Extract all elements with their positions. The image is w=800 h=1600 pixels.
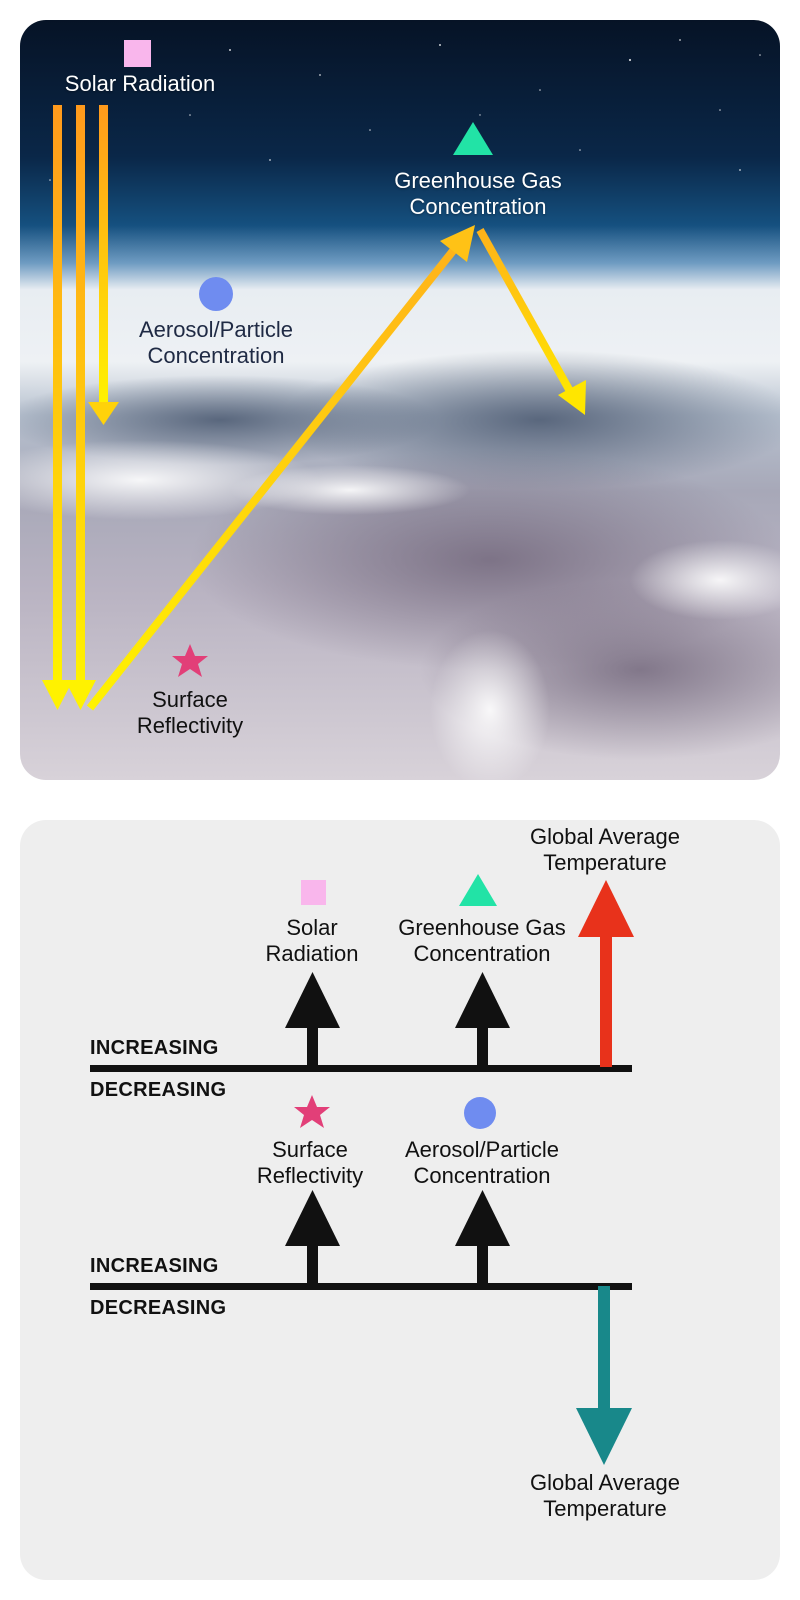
- greenhouse-gas-label: Greenhouse Gas Concentration: [394, 168, 562, 219]
- factor-scales-panel: Global Average Temperature Solar Radiati…: [20, 820, 780, 1580]
- solar-radiation-square-icon: [124, 40, 151, 67]
- reflected-ray-arrow: [86, 225, 475, 711]
- greenhouse-increase-arrow: [455, 972, 510, 1067]
- surface-reflectivity-label: Surface Reflectivity: [136, 687, 244, 738]
- scale1-increasing-label: INCREASING: [90, 1037, 219, 1059]
- scale1-greenhouse-label: Greenhouse Gas Concentration: [398, 915, 566, 966]
- earth-background: [20, 20, 780, 780]
- solar-square-icon: [301, 880, 326, 905]
- scale2-surface-label: Surface Reflectivity: [256, 1137, 364, 1188]
- greenhouse-triangle-icon: [453, 122, 493, 155]
- scale1-solar-label: Solar Radiation: [265, 915, 359, 966]
- solar-ray-arrows: [42, 105, 119, 710]
- solar-increase-arrow: [285, 972, 340, 1067]
- aerosol-increase-arrow: [455, 1190, 510, 1285]
- scale2-baseline: [90, 1283, 632, 1290]
- scale2-decreasing-label: DECREASING: [90, 1297, 227, 1319]
- solar-radiation-label: Solar Radiation: [64, 71, 216, 96]
- temperature-increase-arrow: [578, 880, 634, 1067]
- scale1-decreasing-label: DECREASING: [90, 1079, 227, 1101]
- surface-increase-arrow: [285, 1190, 340, 1285]
- scale2-increasing-label: INCREASING: [90, 1255, 219, 1277]
- earth-atmosphere-panel: Solar Radiation Greenhouse Gas Concentra…: [20, 20, 780, 780]
- aerosol-circle-icon: [199, 277, 233, 311]
- greenhouse-triangle-icon: [459, 874, 497, 906]
- aerosol-circle-icon: [464, 1097, 496, 1129]
- scale2-aerosol-label: Aerosol/Particle Concentration: [404, 1137, 560, 1188]
- scales-drawing: [90, 874, 634, 1465]
- reemitted-ray-arrow: [476, 228, 586, 415]
- surface-star-icon: [294, 1095, 330, 1128]
- temperature-decrease-arrow: [576, 1286, 632, 1465]
- aerosol-particle-label: Aerosol/Particle Concentration: [138, 317, 294, 368]
- scale2-temperature-label: Global Average Temperature: [529, 1470, 681, 1521]
- surface-star-icon: [172, 644, 208, 677]
- scale1-baseline: [90, 1065, 632, 1072]
- scale1-temperature-label: Global Average Temperature: [529, 824, 681, 875]
